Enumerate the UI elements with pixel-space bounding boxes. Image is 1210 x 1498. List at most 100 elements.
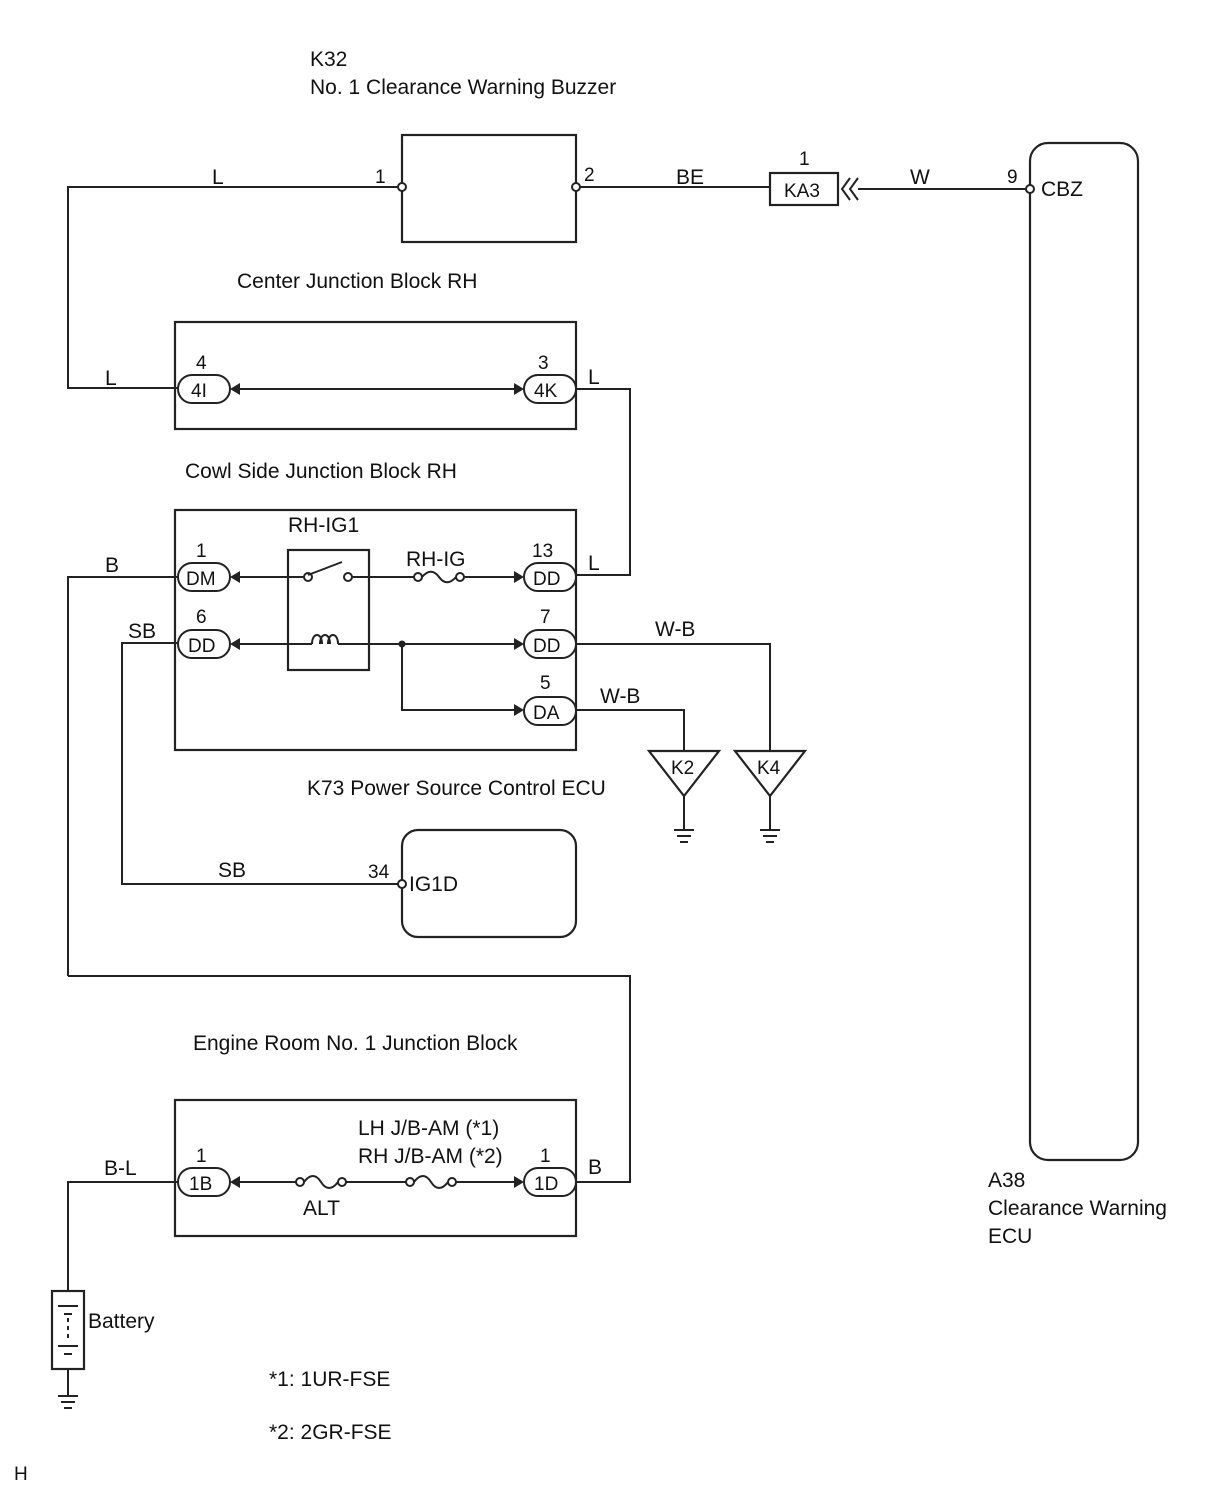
switch-contact-right (343, 572, 353, 582)
battery-ground-symbol (58, 1395, 78, 1409)
cowl-pin-5: 5 (540, 673, 551, 694)
wire-label-cjb-left: L (105, 367, 117, 390)
cjb-pin-4: 4 (196, 353, 207, 374)
cowl-arrow-dm (230, 571, 240, 583)
cjb-name: Center Junction Block RH (237, 270, 477, 293)
fuse-alt-element (303, 1175, 339, 1189)
cowl-pin-7: 7 (540, 607, 551, 628)
k73-pin-num: 34 (368, 862, 390, 883)
cowl-conn-dm-label: DM (186, 569, 216, 590)
wire-sb-to-k73 (121, 642, 398, 885)
note-1: *1: 1UR-FSE (269, 1368, 390, 1391)
cowl-box (173, 508, 578, 752)
cowl-pin-6: 6 (196, 607, 207, 628)
ka3-label: KA3 (784, 181, 820, 202)
ecu-cbz-terminal (1025, 184, 1035, 194)
ecu-a38-box (1028, 141, 1140, 1162)
switch-blade (307, 561, 343, 576)
battery-label: Battery (88, 1310, 155, 1333)
wire-label-k73: SB (218, 859, 246, 882)
ecu-pin-num: 9 (1007, 167, 1018, 188)
ground-k2-triangle (646, 749, 722, 798)
fuse-am-element (413, 1175, 449, 1189)
ejb-pin-left: 1 (196, 1146, 207, 1167)
ecu-pin-name: CBZ (1041, 178, 1083, 201)
cowl-pin-13: 13 (532, 541, 553, 562)
wire-cjb-to-cowl (576, 388, 631, 576)
wire-label-be: BE (676, 166, 704, 189)
cjb-box (173, 320, 578, 431)
cowl-arrow-dd13 (514, 571, 524, 583)
ka3-pin-num: 1 (799, 149, 810, 170)
ejb-conn-1d (523, 1167, 577, 1197)
buzzer-pin2-num: 2 (584, 165, 595, 186)
k73-ig1d-terminal (397, 879, 407, 889)
ejb-pin-right: 1 (540, 1146, 551, 1167)
cowl-arrow-dd6 (230, 638, 240, 650)
ka3-chevron-2 (848, 177, 859, 201)
buzzer-id: K32 (310, 48, 347, 71)
fuse-alt-left (295, 1177, 305, 1187)
ejb-conn-1d-label: 1D (534, 1174, 558, 1195)
fuse-rh-ig-right (455, 572, 465, 582)
corner-mark: H (14, 1464, 28, 1485)
ecu-name-1: Clearance Warning (988, 1197, 1167, 1220)
ground-k4-label: K4 (757, 758, 781, 779)
cowl-pin-1: 1 (196, 541, 207, 562)
fuse-alt-label: ALT (303, 1197, 340, 1220)
wire-wb-to-k4 (576, 643, 771, 752)
ka3-connector (768, 171, 840, 207)
ejb-conn-1b-label: 1B (189, 1174, 212, 1195)
wire-label-cowl-1: B (105, 554, 119, 577)
buzzer-pin1-num: 1 (375, 167, 386, 188)
wire-label-cjb-right: L (588, 366, 600, 389)
wire-label-cowl-6: SB (128, 620, 156, 643)
note-2: *2: 2GR-FSE (269, 1421, 392, 1444)
fuse-am-left (405, 1177, 415, 1187)
wire-label-ejb-left: B-L (104, 1157, 137, 1180)
ground-k4-triangle (732, 749, 808, 798)
ejb-name: Engine Room No. 1 Junction Block (193, 1032, 518, 1055)
k73-name: K73 Power Source Control ECU (307, 777, 606, 800)
ejb-arrow-left (230, 1176, 240, 1188)
cjb-arrow-right (514, 383, 524, 395)
wire-b-rail (67, 576, 178, 976)
ground-k2-symbol (674, 829, 694, 843)
ejb-arrow-right (514, 1176, 524, 1188)
ka3-chevron-1 (840, 177, 851, 201)
relay-name: RH-IG1 (288, 514, 359, 537)
ground-k4-symbol (760, 829, 780, 843)
ecu-id: A38 (988, 1169, 1025, 1192)
wire-label-w: W (910, 166, 930, 189)
ejb-box (173, 1098, 578, 1238)
cjb-conn-4i-label: 4I (191, 381, 207, 402)
cowl-conn-dd13 (523, 562, 577, 592)
wire-label-cowl-5: W-B (600, 685, 640, 708)
buzzer-box (400, 133, 578, 244)
buzzer-name: No. 1 Clearance Warning Buzzer (310, 76, 616, 99)
cowl-wire-junction-da (401, 644, 518, 711)
relay-box (286, 548, 371, 672)
cowl-arrow-dd7 (514, 638, 524, 650)
battery-cells (58, 1305, 78, 1355)
fuse-rh-ig-left (413, 572, 423, 582)
wire-b-to-ejb (68, 975, 631, 1183)
cowl-conn-dd7-label: DD (533, 636, 560, 657)
cowl-conn-dd13-label: DD (533, 569, 560, 590)
fuse-rh-ig-label: RH-IG (406, 548, 466, 571)
wire-label-ejb-right: B (588, 1156, 602, 1179)
cjb-arrow-left (230, 383, 240, 395)
wire-label-cowl-7: W-B (655, 618, 695, 641)
wire-label-cowl-13: L (588, 552, 600, 575)
wire-buzzer-to-cjb (67, 186, 398, 389)
cowl-conn-da-label: DA (533, 703, 560, 724)
ecu-name-2: ECU (988, 1225, 1032, 1248)
cjb-pin-3: 3 (538, 353, 549, 374)
fuse-rh-ig-element (421, 570, 457, 584)
ejb-fuse-right-2: RH J/B-AM (*2) (358, 1145, 503, 1168)
cowl-conn-dd6-label: DD (188, 636, 215, 657)
cowl-name: Cowl Side Junction Block RH (185, 460, 457, 483)
fuse-am-right (447, 1177, 457, 1187)
cowl-arrow-da (514, 704, 524, 716)
